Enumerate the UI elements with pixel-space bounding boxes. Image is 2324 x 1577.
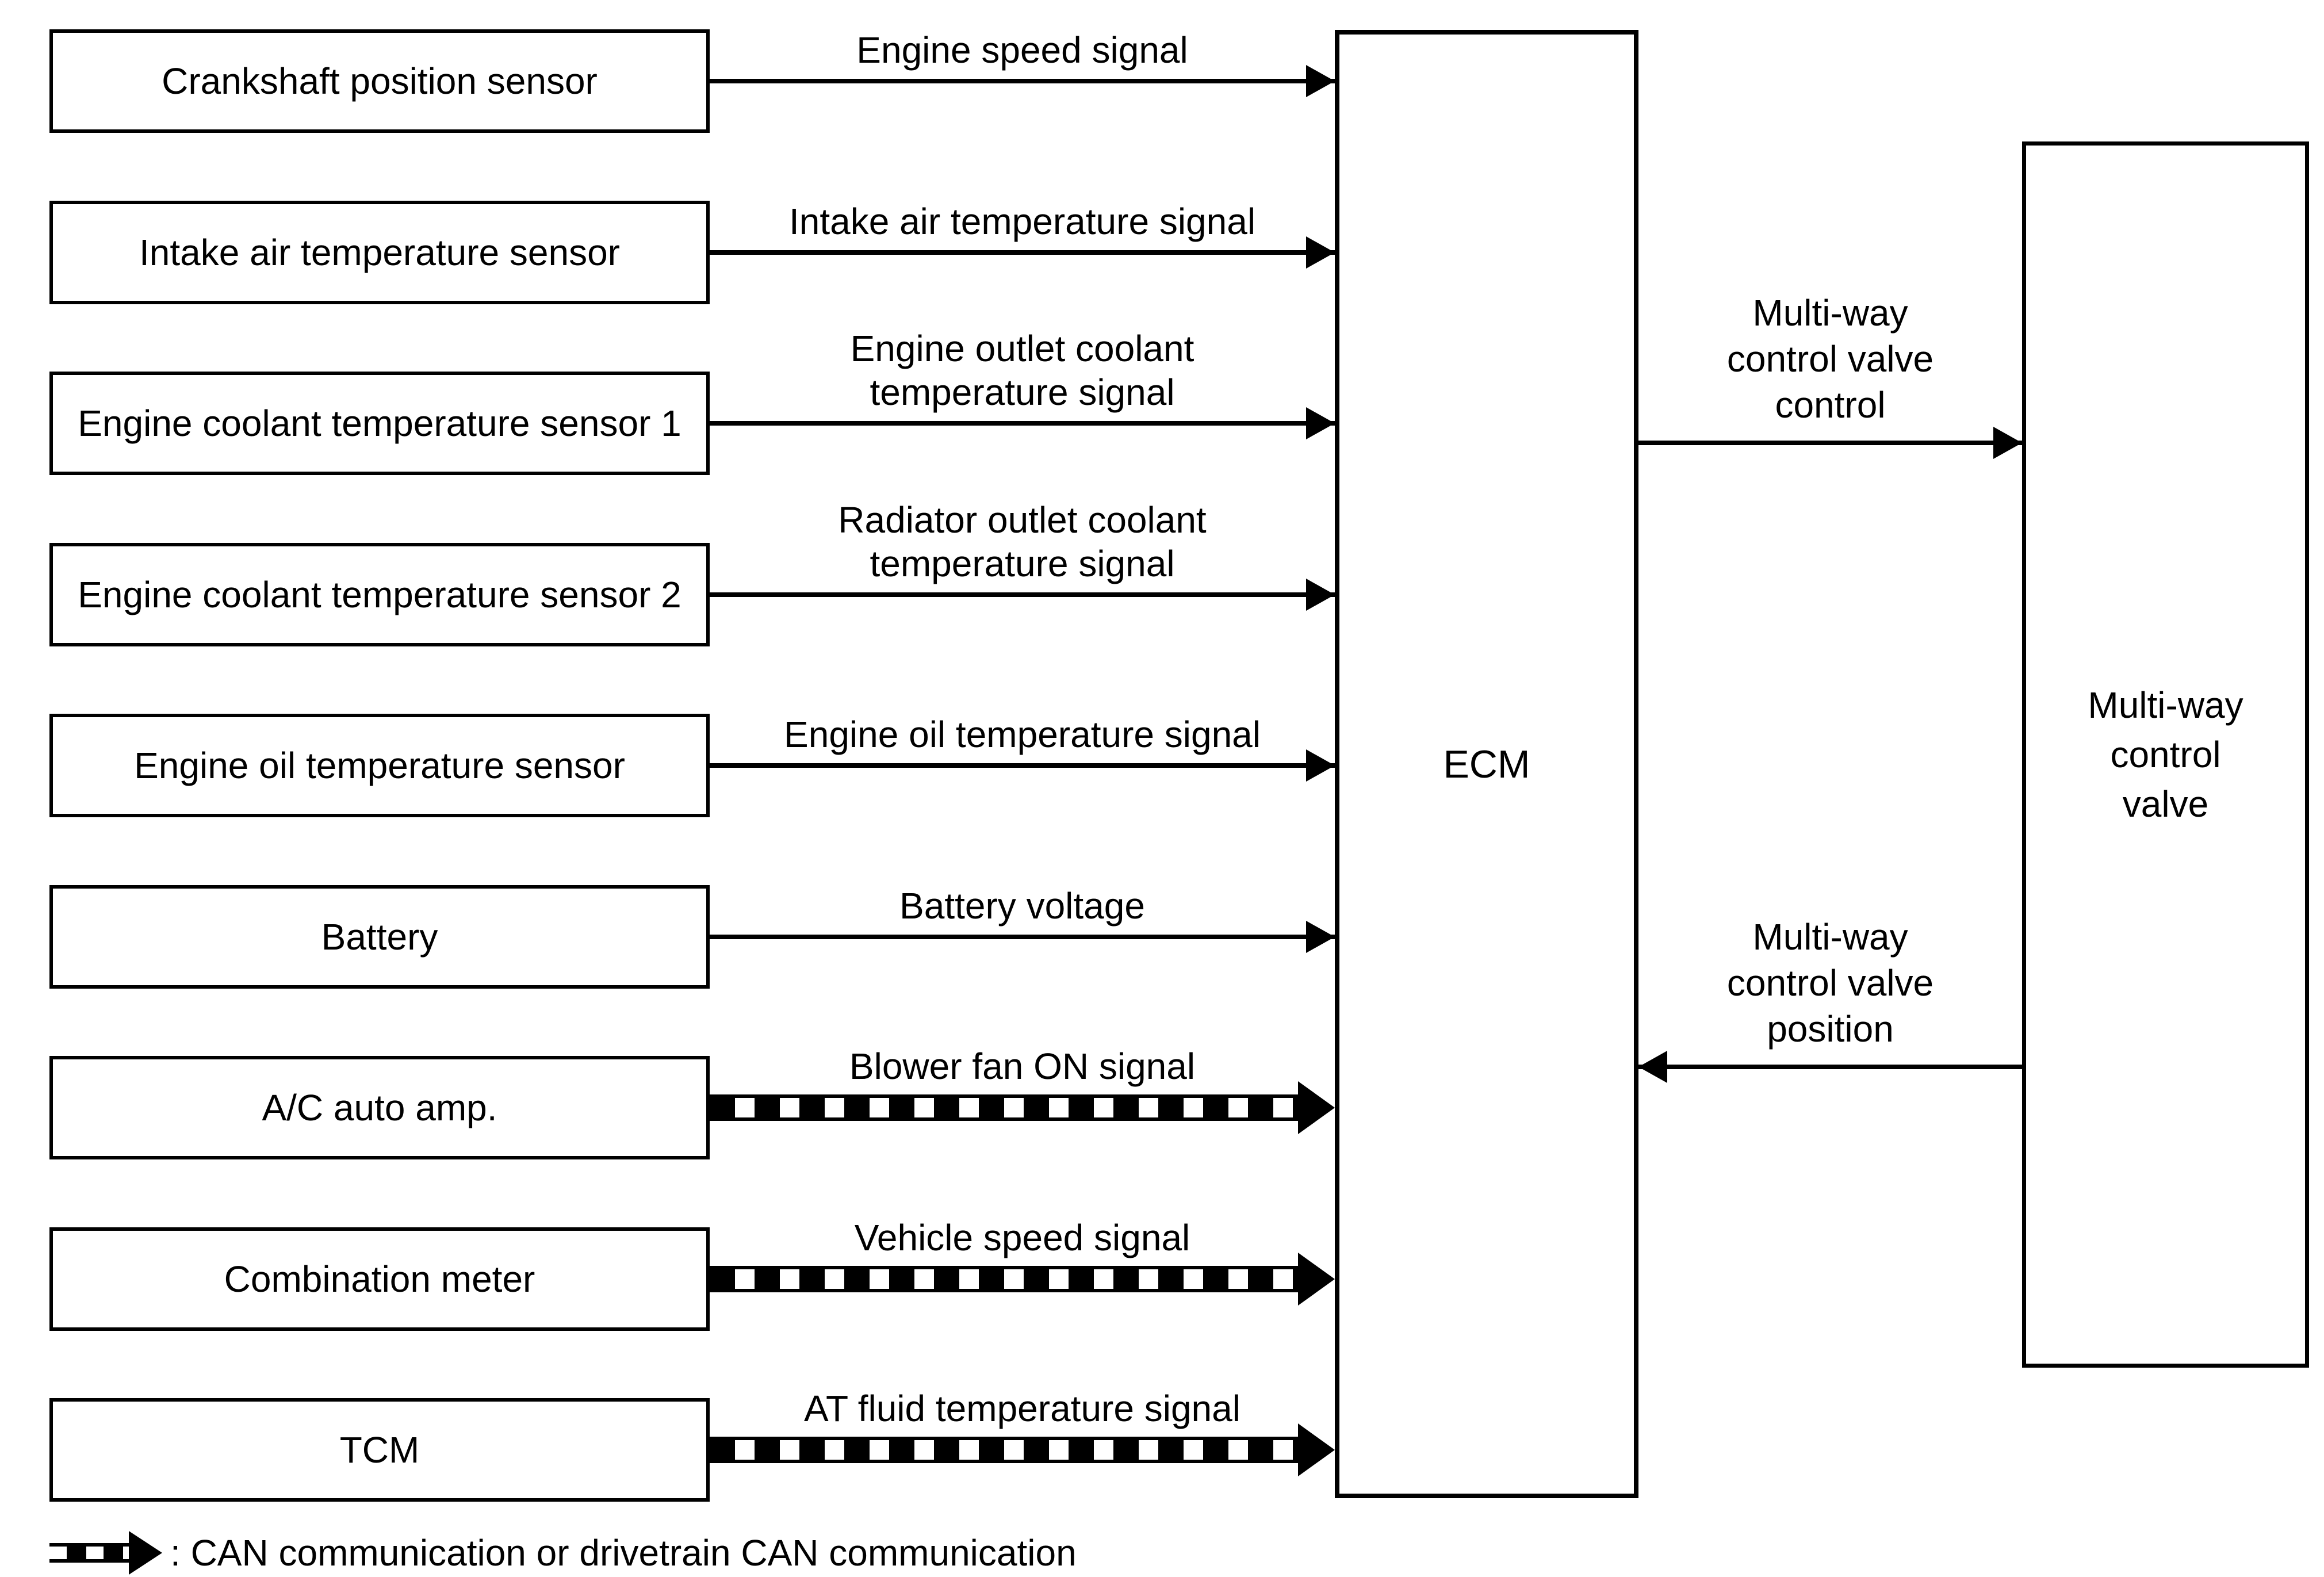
arrow-head-icon — [1993, 427, 2022, 459]
sensor-box-label: Intake air temperature sensor — [139, 232, 620, 273]
arrow-line — [1638, 1065, 2022, 1069]
can-arrow-line — [710, 1266, 1301, 1292]
can-legend-bar — [49, 1543, 130, 1563]
signal-label: Blower fan ON signal — [849, 1046, 1196, 1087]
sensor-box-label: Combination meter — [224, 1258, 535, 1300]
can-arrow-line — [710, 1437, 1301, 1463]
arrow-line — [710, 763, 1335, 768]
multi-way-control-valve-box: Multi-way control valve — [2022, 141, 2309, 1368]
sensor-box-ac-auto-amp: A/C auto amp. — [49, 1056, 710, 1159]
sensor-box-battery: Battery — [49, 885, 710, 989]
arrow-head-icon — [1306, 407, 1335, 439]
sensor-box-label: TCM — [339, 1429, 420, 1471]
arrow-head-icon — [1306, 236, 1335, 269]
arrow-head-icon — [1306, 65, 1335, 97]
sensor-box-oil-temp: Engine oil temperature sensor — [49, 714, 710, 817]
valve-control-label: Multi-way control valve control — [1726, 292, 1934, 426]
sensor-box-label: Engine oil temperature sensor — [134, 745, 625, 786]
signal-label: Engine oil temperature signal — [784, 714, 1261, 755]
arrow-line — [710, 421, 1335, 426]
sensor-box-label: A/C auto amp. — [262, 1087, 497, 1128]
sensor-box-combination-meter: Combination meter — [49, 1227, 710, 1331]
can-arrow-head-icon — [1298, 1423, 1335, 1476]
sensor-box-coolant-1: Engine coolant temperature sensor 1 — [49, 372, 710, 475]
arrow-line — [710, 79, 1335, 83]
signal-label: Battery voltage — [899, 885, 1145, 927]
sensor-box-label: Engine coolant temperature sensor 1 — [78, 403, 681, 444]
signal-label: Engine outlet coolant temperature signal — [850, 328, 1194, 413]
arrow-line — [710, 592, 1335, 597]
sensor-box-label: Engine coolant temperature sensor 2 — [78, 574, 681, 615]
sensor-box-label: Battery — [321, 916, 438, 958]
sensor-box-coolant-2: Engine coolant temperature sensor 2 — [49, 543, 710, 646]
ecm-box: ECM — [1335, 30, 1638, 1498]
arrow-head-icon — [1306, 921, 1335, 953]
can-legend-head-icon — [129, 1531, 162, 1575]
sensor-box-label: Crankshaft position sensor — [162, 60, 598, 102]
signal-label: Engine speed signal — [856, 29, 1188, 71]
sensor-box-tcm: TCM — [49, 1398, 710, 1502]
arrow-line — [710, 250, 1335, 255]
sensor-box-intake-air: Intake air temperature sensor — [49, 201, 710, 304]
valve-position-label: Multi-way control valve position — [1726, 916, 1934, 1050]
signal-label: Intake air temperature signal — [788, 201, 1256, 242]
legend: : CAN communication or drivetrain CAN co… — [49, 1523, 1077, 1577]
arrow-line — [710, 935, 1335, 939]
legend-text: : CAN communication or drivetrain CAN co… — [170, 1532, 1077, 1574]
can-arrow-head-icon — [1298, 1253, 1335, 1306]
can-arrow-line — [710, 1094, 1301, 1121]
arrow-head-icon — [1638, 1051, 1667, 1083]
valve-box-label: Multi-way control valve — [2088, 684, 2243, 825]
signal-label: Vehicle speed signal — [854, 1217, 1190, 1258]
arrow-head-icon — [1306, 749, 1335, 782]
can-arrow-head-icon — [1298, 1081, 1335, 1134]
sensor-box-crankshaft: Crankshaft position sensor — [49, 29, 710, 133]
arrow-line — [1638, 441, 2022, 445]
arrow-head-icon — [1306, 579, 1335, 611]
signal-label: AT fluid temperature signal — [804, 1388, 1241, 1429]
ecm-box-label: ECM — [1443, 742, 1530, 786]
can-legend-arrow-icon — [49, 1523, 162, 1577]
signal-label: Radiator outlet coolant temperature sign… — [838, 499, 1207, 584]
